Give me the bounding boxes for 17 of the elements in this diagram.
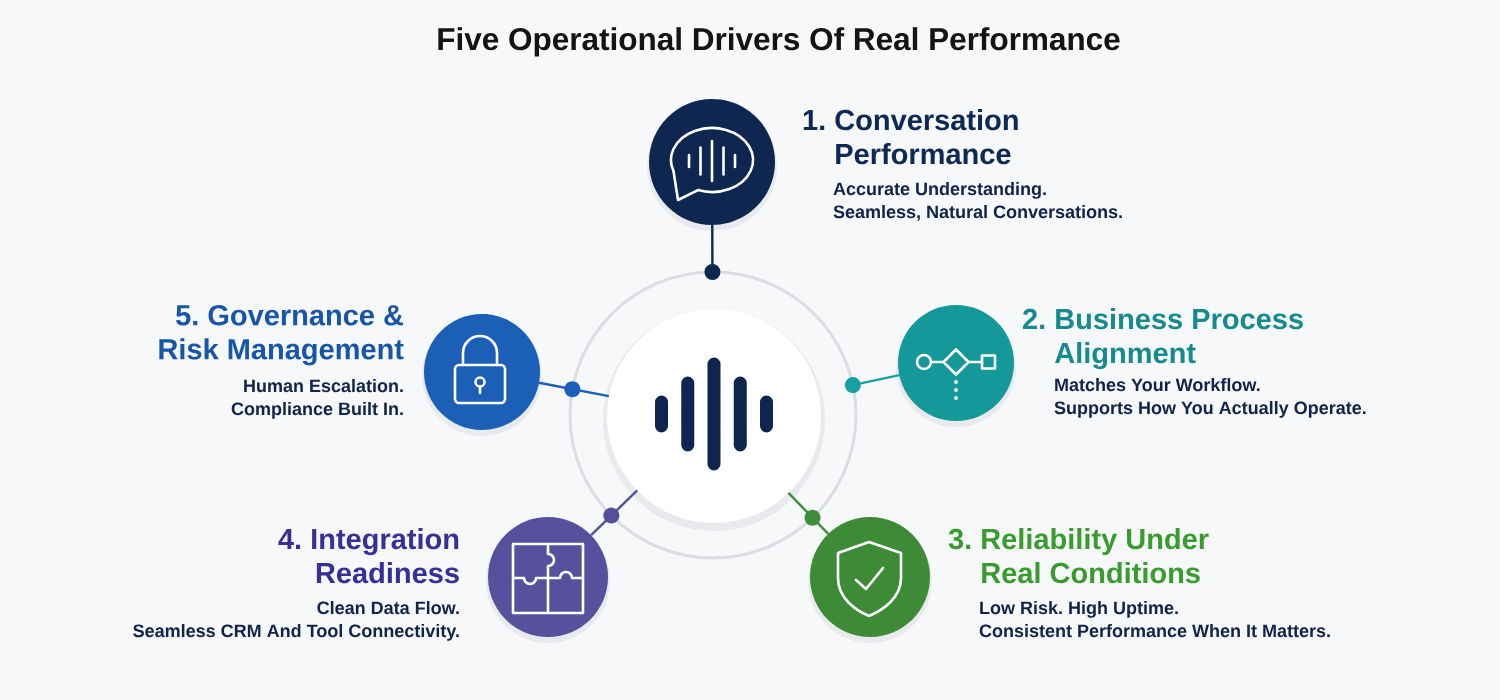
description: Accurate Understanding. Seamless, Natural Conversations. <box>833 182 1122 221</box>
connector-line <box>844 373 900 394</box>
description: Low Risk. High Uptime. Consistent Performance When It Matters. <box>979 601 1330 638</box>
connector-line <box>787 492 830 535</box>
heading: 2. Business Process Alignment <box>1023 308 1303 370</box>
title: Five Operational Drivers Of Real Performance <box>438 27 1120 57</box>
heading: 4. Integration Readiness <box>278 528 459 584</box>
ring <box>568 270 858 560</box>
connector-line <box>590 489 639 537</box>
description: Matches Your Workflow. Supports How You Actually Operate. <box>1054 378 1366 418</box>
description: Clean Data Flow. Seamless CRM And Tool Connectivity. <box>133 601 459 641</box>
description: Human Escalation. Compliance Built In. <box>231 379 403 419</box>
heading: 3. Reliability Under Real Conditions <box>948 528 1209 584</box>
connector-line <box>538 381 610 398</box>
heading: 1. Conversation Performance <box>803 109 1018 165</box>
heading: 5. Governance & Risk Management <box>159 305 404 366</box>
connector-line <box>704 225 721 280</box>
